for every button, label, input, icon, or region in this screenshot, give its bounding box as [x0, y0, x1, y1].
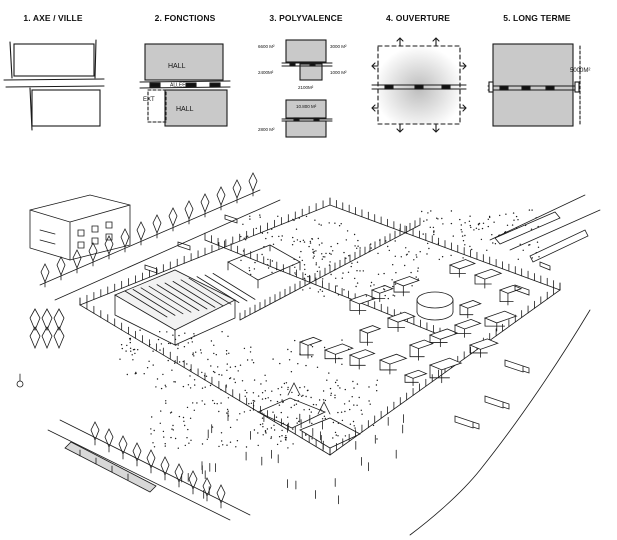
tree: [202, 477, 212, 502]
tree: [146, 449, 156, 474]
label-hall-top: HALL: [168, 63, 186, 70]
tree: [216, 186, 226, 211]
module-box: [453, 318, 482, 338]
tree: [118, 435, 128, 460]
market-modules: [298, 259, 523, 387]
tree: [136, 221, 146, 246]
step-title-long-terme: 5. LONG TERME: [503, 13, 571, 23]
tree: [184, 200, 194, 225]
module-box: [378, 353, 408, 375]
module-box: [448, 259, 477, 278]
tree: [188, 470, 198, 495]
module-box: [298, 336, 323, 359]
module-box: [498, 284, 523, 306]
diagram-long-terme: [487, 43, 581, 127]
step-title-ouverture: 4. OUVERTURE: [385, 13, 451, 23]
train: [64, 441, 157, 493]
step-title-axe-ville: 1. AXE / VILLE: [23, 13, 83, 23]
tree: [152, 214, 162, 239]
label-area-c: 2400M²: [258, 70, 274, 75]
aerial-sketch: [16, 172, 601, 536]
step-title-polyvalence: 3. POLYVALENCE: [269, 13, 343, 23]
diagram-axe-ville: [3, 39, 105, 131]
diagram-fonctions: [139, 43, 231, 127]
crowd: [119, 209, 540, 449]
module-box: [348, 349, 376, 370]
module-box: [458, 300, 482, 319]
module-box: [386, 311, 416, 333]
tree: [168, 207, 178, 232]
tree: [90, 421, 100, 446]
main-hall-left: [114, 269, 256, 346]
step-title-fonctions: 2. FONCTIONS: [154, 13, 216, 23]
concept-diagrams: HALL ALLEE EXT HALL 6600 M² 3000 M² 2400…: [3, 37, 590, 138]
label-area-e: 2100M²: [298, 85, 314, 90]
module-box: [473, 268, 503, 289]
tree: [53, 308, 65, 332]
module-box: [358, 325, 382, 346]
tree: [72, 249, 82, 274]
tree: [120, 228, 130, 253]
tree: [29, 326, 41, 350]
diagram-ouverture: [371, 37, 467, 133]
town-buildings: [29, 194, 131, 261]
tree: [53, 326, 65, 350]
label-hall-bottom: HALL: [176, 106, 194, 113]
module-box: [428, 328, 459, 348]
label-area-b: 3000 M²: [330, 44, 347, 49]
label-area-g: 2800 M²: [258, 127, 275, 132]
module-box: [323, 343, 354, 364]
road-signs: [494, 211, 589, 263]
module-box: [408, 339, 434, 361]
tree: [29, 308, 41, 332]
tree: [216, 484, 226, 509]
module-box: [483, 310, 518, 332]
canopy: [227, 244, 301, 289]
tree: [248, 172, 258, 197]
tree: [88, 242, 98, 267]
label-ext: EXT: [143, 97, 155, 103]
label-area-d: 1000 M²: [330, 70, 347, 75]
label-axis: ALLEE: [170, 83, 186, 89]
round-pavilion: [416, 291, 454, 321]
trucks: [144, 214, 551, 430]
tree: [104, 235, 114, 260]
module-box: [428, 357, 463, 384]
tree: [132, 442, 142, 467]
tree: [40, 263, 50, 288]
label-long-terme-area: 5000M²: [570, 68, 590, 74]
module-box: [468, 338, 499, 358]
tree: [200, 193, 210, 218]
diagram-polyvalence: [281, 39, 333, 138]
module-box: [403, 369, 428, 387]
foreground-poles: [181, 412, 405, 505]
tree: [41, 308, 53, 332]
module-box: [392, 276, 420, 297]
label-area-a: 6600 M²: [258, 44, 275, 49]
label-area-f: 10.800 M²: [296, 104, 317, 109]
tree: [160, 456, 170, 481]
roads: [39, 189, 601, 536]
tree-row-top: [29, 172, 258, 509]
tree: [56, 256, 66, 281]
compass-mark: [16, 373, 24, 388]
tree: [41, 326, 53, 350]
tree: [104, 428, 114, 453]
tent-structures: [257, 382, 361, 449]
module-box: [370, 285, 394, 303]
tree: [232, 179, 242, 204]
